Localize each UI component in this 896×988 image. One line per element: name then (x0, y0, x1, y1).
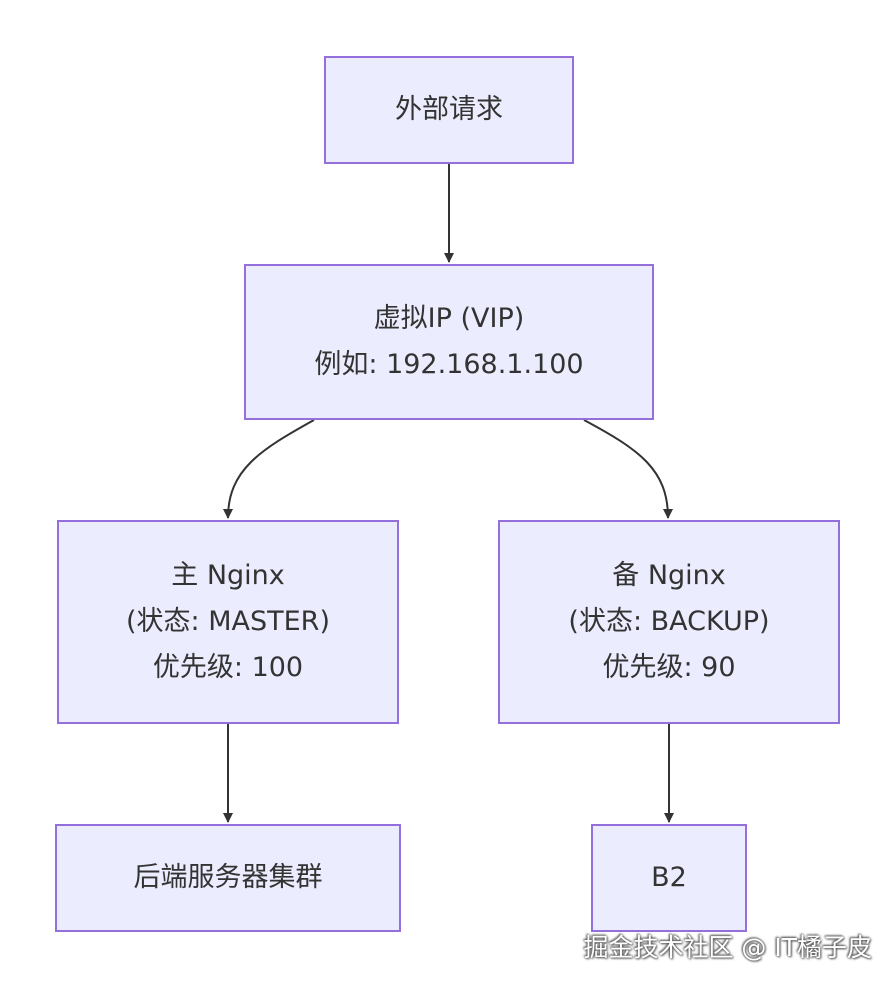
node-backend-cluster: 后端服务器集群 (55, 824, 401, 932)
node-label: (状态: MASTER) (126, 606, 330, 637)
node-label: 外部请求 (395, 94, 503, 125)
edge-vip-to-master (223, 419, 315, 519)
node-label: 优先级: 100 (152, 652, 304, 683)
node-label: 例如: 192.168.1.100 (314, 349, 584, 380)
node-b2: B2 (591, 824, 747, 932)
node-label: 虚拟IP (VIP) (373, 303, 525, 334)
node-label: 主 Nginx (171, 560, 285, 591)
node-virtual-ip: 虚拟IP (VIP) 例如: 192.168.1.100 (244, 264, 654, 420)
node-label: (状态: BACKUP) (568, 606, 770, 637)
watermark: 掘金技术社区 @ IT橘子皮 (583, 933, 872, 962)
node-master-nginx: 主 Nginx (状态: MASTER) 优先级: 100 (57, 520, 399, 724)
edge-vip-to-backup (583, 419, 673, 519)
node-backup-nginx: 备 Nginx (状态: BACKUP) 优先级: 90 (498, 520, 840, 724)
node-external-request: 外部请求 (324, 56, 574, 164)
node-label: 后端服务器集群 (133, 862, 323, 893)
node-label: 备 Nginx (612, 560, 726, 591)
node-label: B2 (651, 862, 687, 893)
node-label: 优先级: 90 (602, 652, 736, 683)
